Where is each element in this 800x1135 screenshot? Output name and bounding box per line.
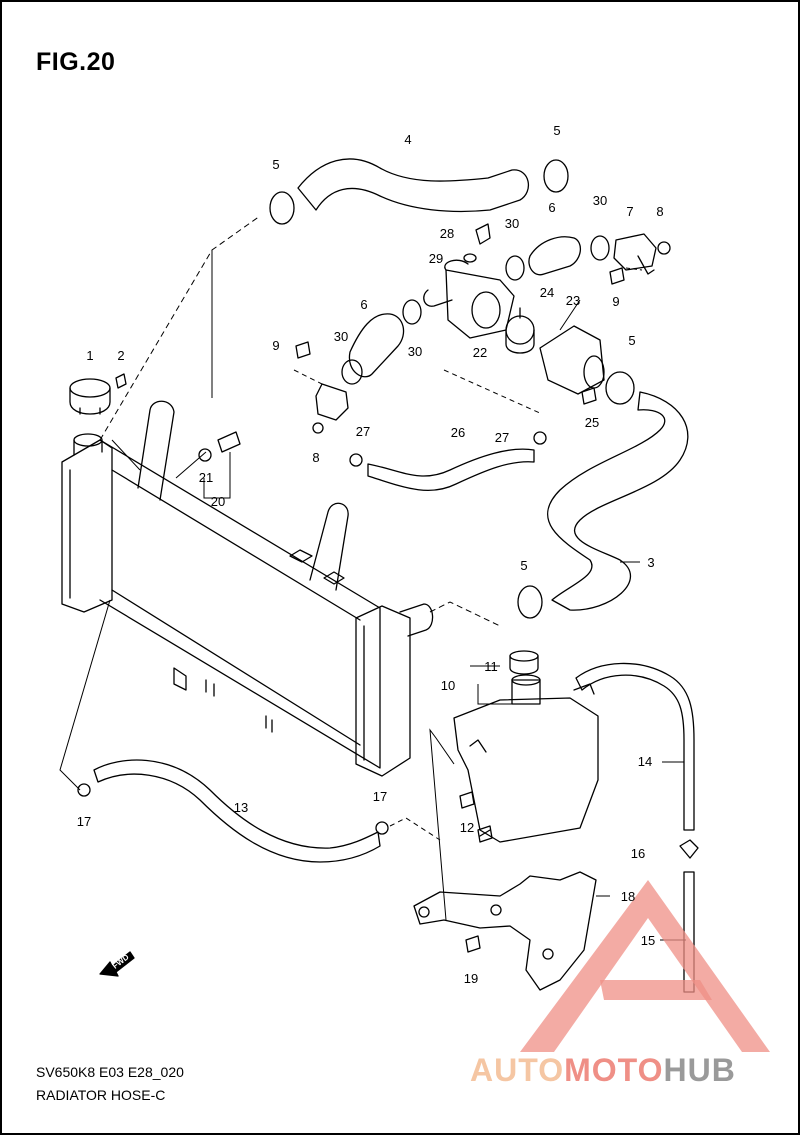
callout-3: 3 bbox=[647, 555, 655, 570]
callout-27b: 27 bbox=[494, 430, 510, 445]
callout-30d: 30 bbox=[407, 344, 423, 359]
callout-8a: 8 bbox=[656, 204, 664, 219]
callout-5d: 5 bbox=[520, 558, 528, 573]
callout-7: 7 bbox=[626, 204, 634, 219]
callout-27a: 27 bbox=[355, 424, 371, 439]
callout-24: 24 bbox=[539, 285, 555, 300]
hose-clamp bbox=[77, 159, 635, 835]
callout-23: 23 bbox=[565, 293, 581, 308]
hose-14 bbox=[575, 662, 695, 831]
callout-15: 15 bbox=[640, 933, 656, 948]
hose-26 bbox=[367, 448, 535, 491]
hose-4 bbox=[297, 158, 530, 213]
callout-17b: 17 bbox=[372, 789, 388, 804]
t-joint bbox=[679, 839, 699, 859]
callout-11: 11 bbox=[484, 659, 498, 674]
hose-3 bbox=[546, 391, 689, 611]
callout-17a: 17 bbox=[76, 814, 92, 829]
callout-30b: 30 bbox=[504, 216, 520, 231]
callout-9b: 9 bbox=[612, 294, 620, 309]
callout-26: 26 bbox=[450, 425, 466, 440]
callout-13: 13 bbox=[233, 800, 249, 815]
thermostat-housing bbox=[423, 259, 515, 339]
callout-25: 25 bbox=[584, 415, 600, 430]
callout-16: 16 bbox=[630, 846, 646, 861]
callout-1: 1 bbox=[86, 348, 94, 363]
hose-6-right bbox=[528, 236, 581, 276]
hose-13 bbox=[93, 759, 381, 863]
callout-12: 12 bbox=[459, 820, 475, 835]
callout-22: 22 bbox=[472, 345, 488, 360]
figure-name: RADIATOR HOSE-C bbox=[36, 1087, 166, 1103]
callout-14: 14 bbox=[637, 754, 653, 769]
radiator-cap bbox=[69, 378, 111, 415]
watermark-part-3: HUB bbox=[663, 1052, 736, 1088]
cap-screw bbox=[115, 373, 127, 389]
callout-5c: 5 bbox=[628, 333, 636, 348]
callout-28: 28 bbox=[439, 226, 455, 241]
callout-8b: 8 bbox=[312, 450, 320, 465]
callout-6a: 6 bbox=[360, 297, 368, 312]
callout-5a: 5 bbox=[272, 157, 280, 172]
reservoir-cap bbox=[509, 650, 539, 675]
callout-20: 20 bbox=[210, 494, 226, 509]
bypass-fitting bbox=[312, 383, 349, 434]
fwd-arrow-icon bbox=[99, 951, 135, 977]
watermark-text: AUTOMOTOHUB bbox=[470, 1052, 736, 1089]
thermostat bbox=[505, 307, 535, 354]
radiator bbox=[61, 400, 434, 777]
callout-6b: 6 bbox=[548, 200, 556, 215]
watermark-part-2: MOTO bbox=[564, 1052, 664, 1088]
figure-title: FIG.20 bbox=[36, 48, 116, 76]
callout-4: 4 bbox=[404, 132, 412, 147]
callout-18: 18 bbox=[620, 889, 636, 904]
callout-10: 10 bbox=[440, 678, 456, 693]
reservoir-tank bbox=[453, 674, 599, 843]
figure-code: SV650K8 E03 E28_020 bbox=[36, 1064, 184, 1080]
callout-5b: 5 bbox=[553, 123, 561, 138]
callout-21: 21 bbox=[198, 470, 214, 485]
callout-30a: 30 bbox=[333, 329, 349, 344]
callout-2: 2 bbox=[117, 348, 125, 363]
callout-19: 19 bbox=[463, 971, 479, 986]
hose-6-left bbox=[348, 313, 405, 378]
reservoir-bracket bbox=[413, 871, 597, 991]
union-fitting bbox=[613, 233, 657, 275]
watermark-part-1: AUTO bbox=[470, 1052, 565, 1088]
callout-9a: 9 bbox=[272, 338, 280, 353]
callout-30c: 30 bbox=[592, 193, 608, 208]
thermostat-cover bbox=[539, 325, 605, 395]
callout-29: 29 bbox=[428, 251, 444, 266]
watermark-logo bbox=[520, 880, 770, 1052]
